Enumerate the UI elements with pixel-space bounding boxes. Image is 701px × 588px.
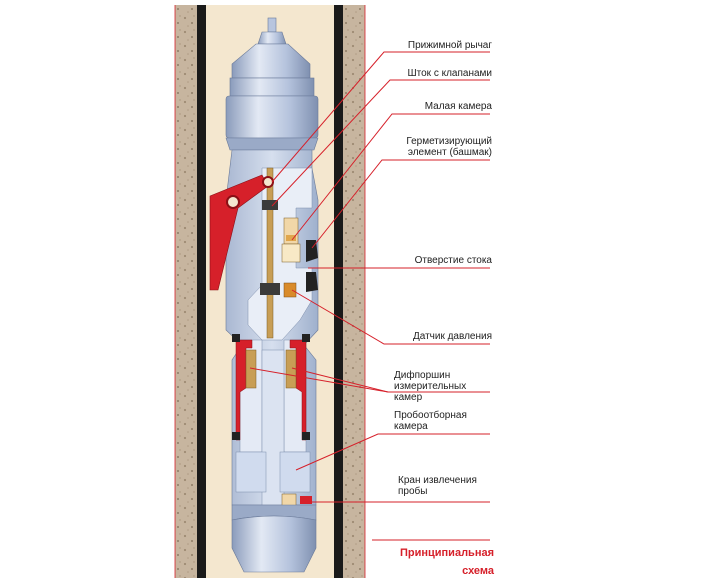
- pressure-sensor-block: [283, 282, 297, 298]
- label-sampling-chamber-line2: камера: [394, 421, 428, 432]
- leader-lines: [249, 51, 490, 541]
- formation-rock: [174, 5, 366, 578]
- label-clamp-lever: Прижимной рычаг: [407, 40, 492, 51]
- caption-principal-scheme: Принципиальная схема: [400, 544, 494, 580]
- label-sampling-chamber: Пробоотборная камера: [394, 410, 467, 432]
- label-diff-piston: Дифпоршин измерительных камер: [394, 370, 492, 403]
- leader-sealing-element: [311, 159, 490, 249]
- leader-diff-piston-2: [291, 367, 389, 393]
- label-valve-rod: Шток с клапанами: [407, 68, 492, 79]
- label-sample-valve-line2: пробы: [398, 486, 428, 497]
- sealing-shoe: [306, 240, 318, 292]
- sample-valve: [281, 493, 312, 507]
- tool-bottom-head: [231, 504, 317, 573]
- label-pressure-sensor: Датчик давления: [412, 331, 492, 342]
- casing-wall: [197, 5, 343, 578]
- diff-pistons: [232, 334, 310, 441]
- leader-pressure-sensor: [291, 289, 490, 345]
- label-sealing-element-line2: элемент (башмак): [407, 147, 492, 158]
- label-diff-piston-line2: измерительных: [394, 381, 467, 392]
- caption-line1: Принципиальная: [399, 547, 494, 559]
- label-sampling-chamber-line1: Пробоотборная: [394, 410, 467, 421]
- label-diff-piston-line3: камер: [394, 392, 423, 403]
- leader-small-chamber: [291, 113, 490, 241]
- valve-rod: [260, 167, 280, 339]
- label-sample-valve-line1: Кран извлечения: [398, 475, 477, 486]
- tool-top-head: [225, 17, 319, 151]
- label-sample-valve: Кран извлечения пробы: [398, 475, 477, 497]
- label-diff-piston-line1: Дифпоршин: [394, 370, 451, 381]
- label-small-chamber: Малая камера: [424, 101, 492, 112]
- clamp-lever: [209, 174, 274, 291]
- label-sealing-element: Герметизирующий элемент (башмак): [406, 136, 492, 158]
- small-chamber: [281, 217, 301, 263]
- label-sealing-element-line1: Герметизирующий: [406, 136, 492, 147]
- caption-line2: схема: [462, 565, 494, 577]
- label-drain-hole: Отверстие стока: [414, 255, 492, 266]
- leader-valve-rod: [271, 79, 490, 207]
- leader-sampling-chamber: [295, 433, 490, 471]
- leader-clamp-lever: [271, 51, 490, 183]
